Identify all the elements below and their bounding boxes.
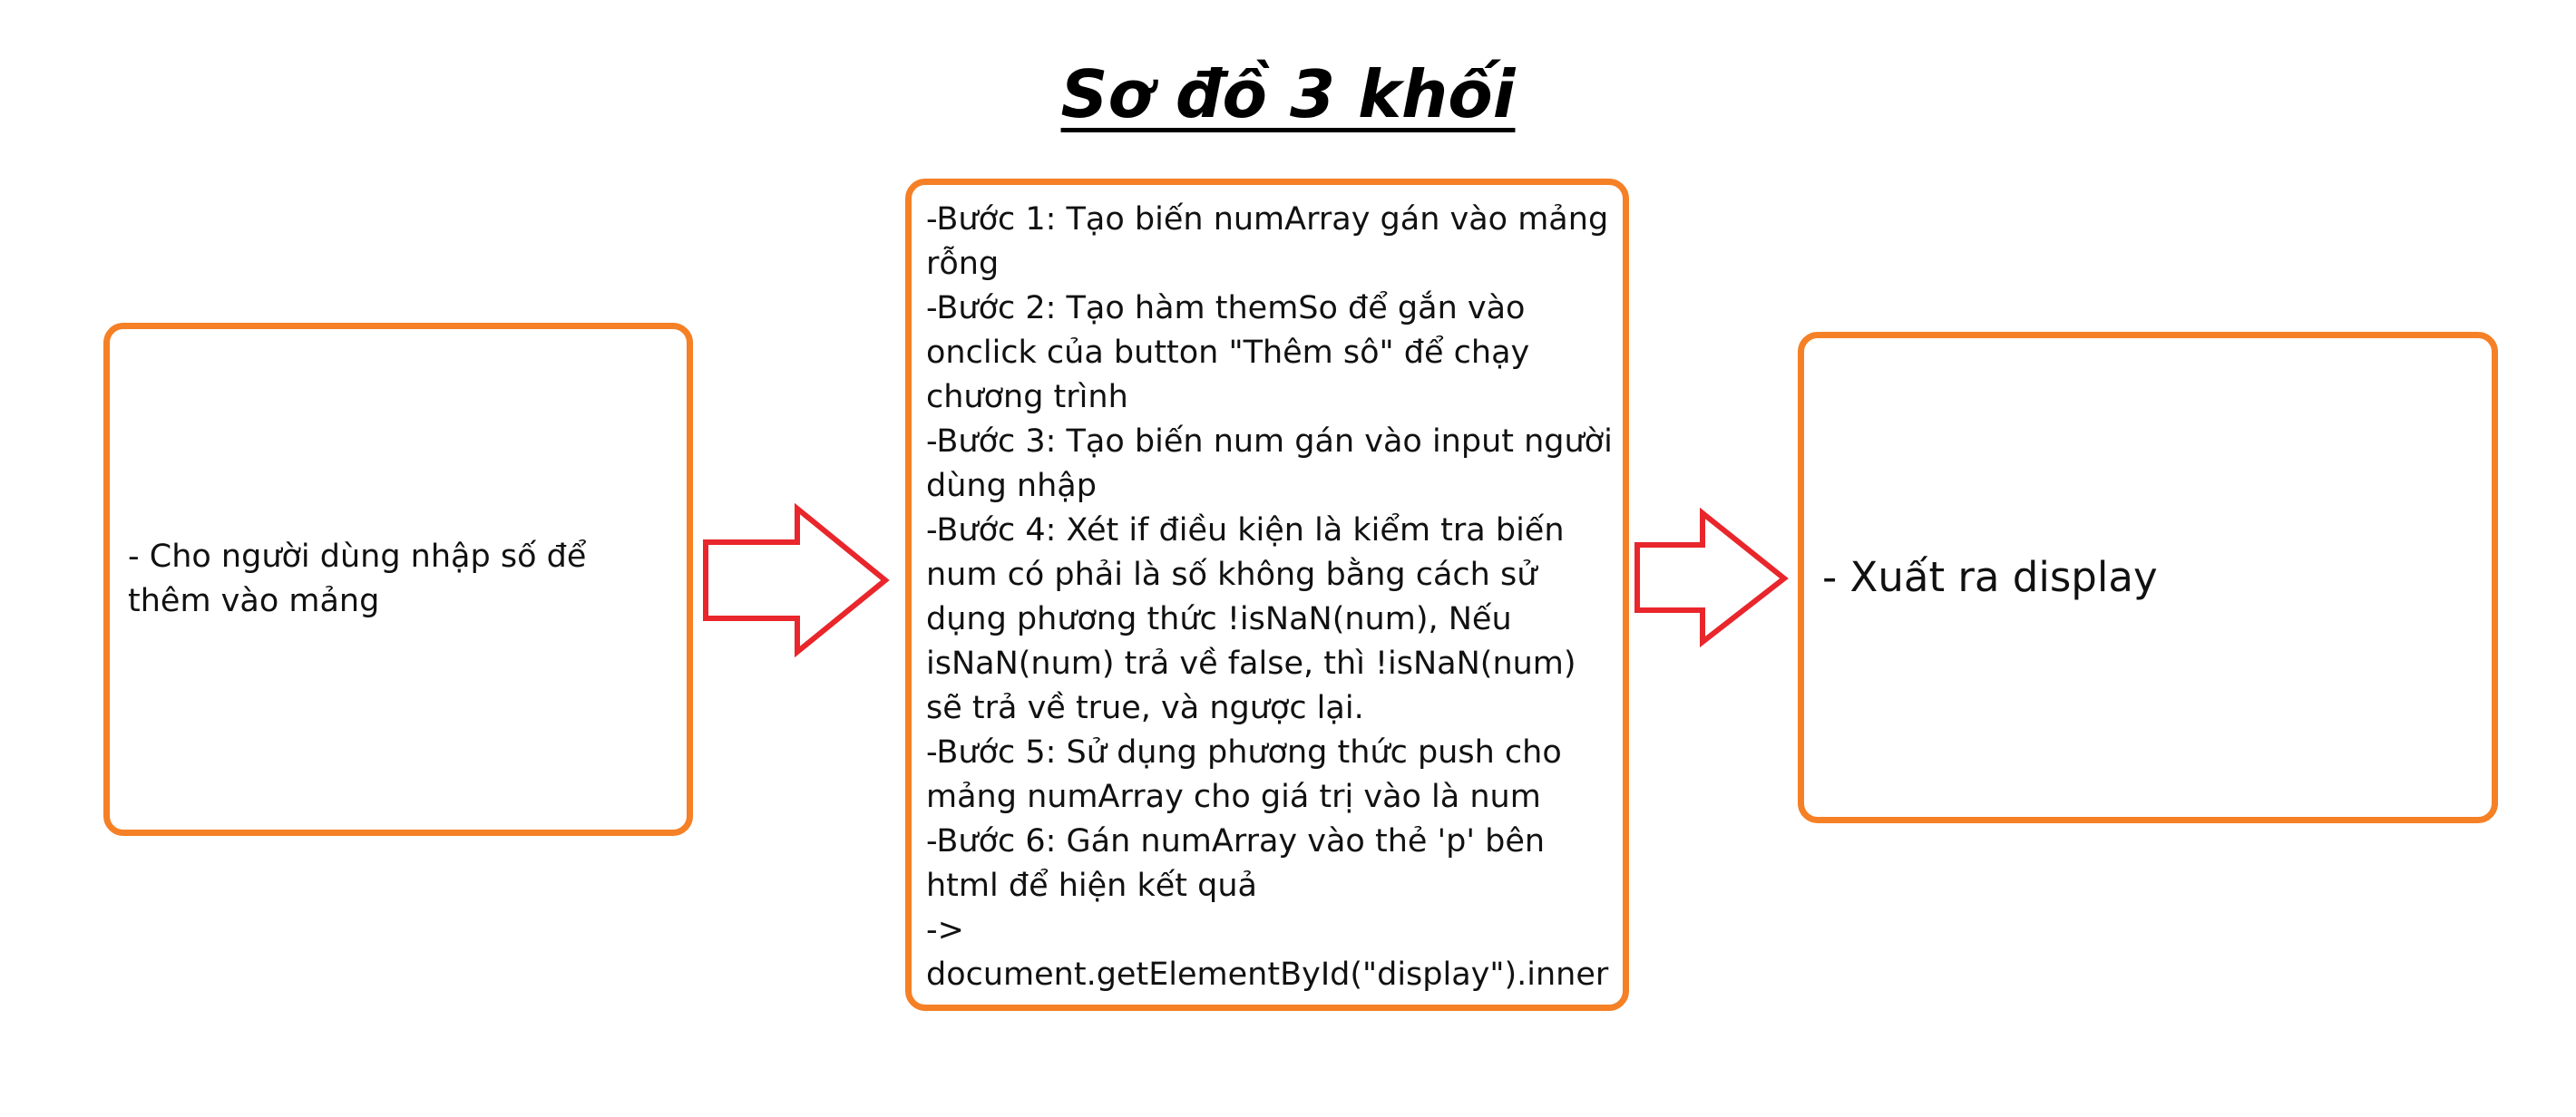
process-step: -Bước 6: Gán numArray vào thẻ 'p' bên ht… — [926, 823, 1556, 904]
input-block-text: - Cho người dùng nhập số để thêm vào mản… — [128, 539, 587, 619]
arrow-input-to-process — [703, 502, 890, 658]
output-block: - Xuất ra display — [1798, 332, 2498, 823]
arrow-process-to-output — [1634, 507, 1789, 648]
process-step: -Bước 4: Xét if điều kiện là kiểm tra bi… — [926, 512, 1586, 726]
output-block-text: - Xuất ra display — [1822, 553, 2158, 601]
process-step: -> — [926, 912, 964, 948]
process-block: -Bước 1: Tạo biến numArray gán vào mảng … — [905, 179, 1629, 1011]
process-steps: -Bước 1: Tạo biến numArray gán vào mảng … — [926, 198, 1621, 999]
process-step: document.getElementById("display").inner… — [926, 957, 1609, 993]
process-step: -Bước 2: Tạo hàm themSo để gắn vào oncli… — [926, 290, 1540, 415]
process-step: -Bước 5: Sử dụng phương thức push cho mả… — [926, 734, 1572, 815]
process-step: -Bước 3: Tạo biến num gán vào input ngườ… — [926, 423, 1613, 504]
diagram-title: Sơ đồ 3 khối — [1060, 56, 1516, 132]
process-step: -Bước 1: Tạo biến numArray gán vào mảng … — [926, 201, 1619, 282]
input-block: - Cho người dùng nhập số để thêm vào mản… — [103, 323, 693, 836]
